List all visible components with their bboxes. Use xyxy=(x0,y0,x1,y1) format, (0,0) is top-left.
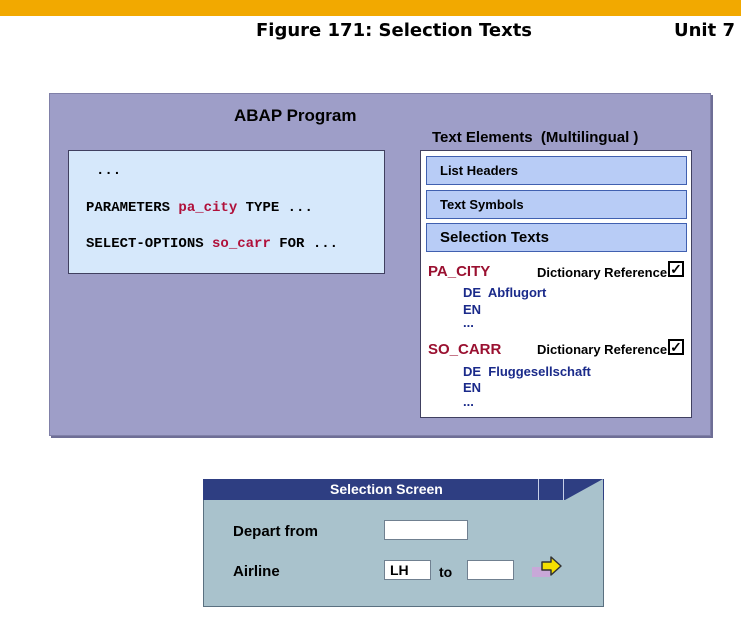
code-rest: FOR ... xyxy=(279,236,339,252)
dictionary-reference-label: Dictionary Reference xyxy=(537,342,668,357)
selection-text-name: PA_CITY xyxy=(428,263,491,280)
tab-list-headers[interactable]: List Headers xyxy=(426,156,687,185)
code-keyword: SELECT-OPTIONS xyxy=(86,236,204,252)
airline-low-input[interactable]: LH xyxy=(384,560,431,580)
tab-selection-texts[interactable]: Selection Texts xyxy=(426,223,687,252)
header-separator xyxy=(563,479,564,500)
code-variable: so_carr xyxy=(212,236,271,252)
lang-de: DE Fluggesellschaft xyxy=(463,364,591,379)
selection-text-name: SO_CARR xyxy=(428,341,502,358)
lang-en: EN xyxy=(463,302,482,317)
lang-text: Abflugort xyxy=(487,285,547,300)
header-corner xyxy=(565,479,603,500)
checkbox-checked-icon[interactable]: ✓ xyxy=(668,339,684,355)
lang-en: EN xyxy=(463,380,482,395)
airline-high-input[interactable] xyxy=(467,560,514,580)
to-label: to xyxy=(439,564,453,580)
selection-screen-title: Selection Screen xyxy=(330,481,443,497)
depart-from-label: Depart from xyxy=(233,523,319,540)
code-ellipsis: ... xyxy=(96,163,122,179)
text-elements-title: Text Elements (Multilingual ) xyxy=(432,129,639,146)
selection-screen-header xyxy=(203,479,604,500)
figure-title: Figure 171: Selection Texts xyxy=(256,20,533,41)
header-separator xyxy=(538,479,539,500)
checkbox-checked-icon[interactable]: ✓ xyxy=(668,261,684,277)
code-line-parameters: PARAMETERS pa_city TYPE ... xyxy=(86,200,313,216)
depart-from-input[interactable] xyxy=(384,520,468,540)
header-bar xyxy=(0,0,741,16)
lang-code: DE xyxy=(463,285,482,300)
abap-program-title: ABAP Program xyxy=(234,106,357,125)
lang-more: ... xyxy=(463,315,474,330)
code-keyword: PARAMETERS xyxy=(86,200,171,216)
code-rest: TYPE ... xyxy=(245,200,313,216)
unit-label: Unit 7 xyxy=(674,20,735,41)
code-variable: pa_city xyxy=(178,200,238,216)
code-box xyxy=(68,150,385,274)
lang-de: DE Abflugort xyxy=(463,285,546,300)
lang-code: DE xyxy=(463,364,482,379)
tab-text-symbols[interactable]: Text Symbols xyxy=(426,190,687,219)
lang-text: Fluggesellschaft xyxy=(488,364,591,379)
multiple-selection-button[interactable] xyxy=(532,567,550,577)
multiple-selection-arrow-icon[interactable] xyxy=(540,555,564,577)
dictionary-reference-label: Dictionary Reference xyxy=(537,265,668,280)
lang-more: ... xyxy=(463,394,474,409)
airline-label: Airline xyxy=(233,563,280,580)
selection-screen xyxy=(203,479,604,607)
code-line-select-options: SELECT-OPTIONS so_carr FOR ... xyxy=(86,236,338,252)
